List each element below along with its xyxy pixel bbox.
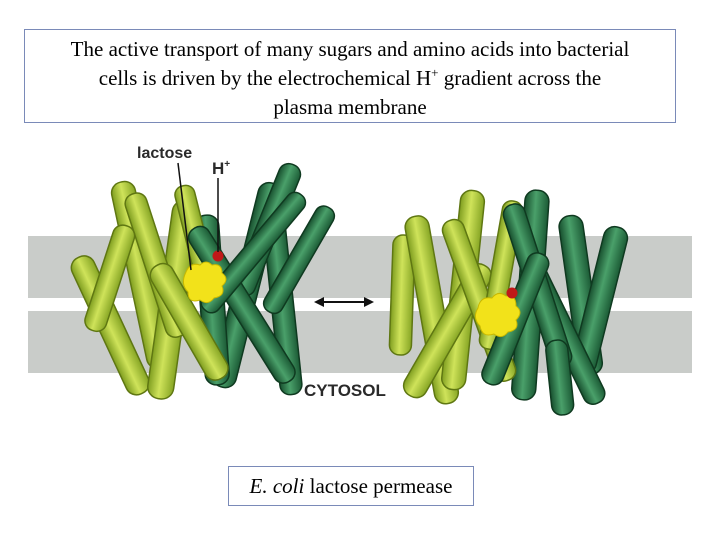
caption-species: E. coli: [249, 474, 305, 498]
conformation-switch-arrow: [314, 297, 374, 307]
caption-box: E. coli lactose permease: [228, 466, 474, 506]
title-line-3: plasma membrane: [273, 95, 427, 119]
title-box: The active transport of many sugars and …: [24, 29, 676, 123]
lactose-molecule-right: [474, 292, 521, 338]
lactose-molecule-left: [182, 261, 227, 304]
title-line-2: cells is driven by the electrochemical H…: [98, 65, 602, 90]
lactose-label: lactose: [137, 145, 192, 162]
transporter-outward-open: [70, 162, 336, 400]
proton-left: [212, 250, 224, 262]
cytosol-label: CYTOSOL: [304, 381, 386, 400]
transporter-inward-open: [388, 189, 629, 416]
proton-label: H+: [212, 159, 230, 178]
lactose-leader-line: [177, 162, 192, 271]
proton-right: [506, 287, 518, 299]
caption-text: lactose permease: [304, 474, 453, 498]
title-line-1: The active transport of many sugars and …: [70, 37, 630, 61]
